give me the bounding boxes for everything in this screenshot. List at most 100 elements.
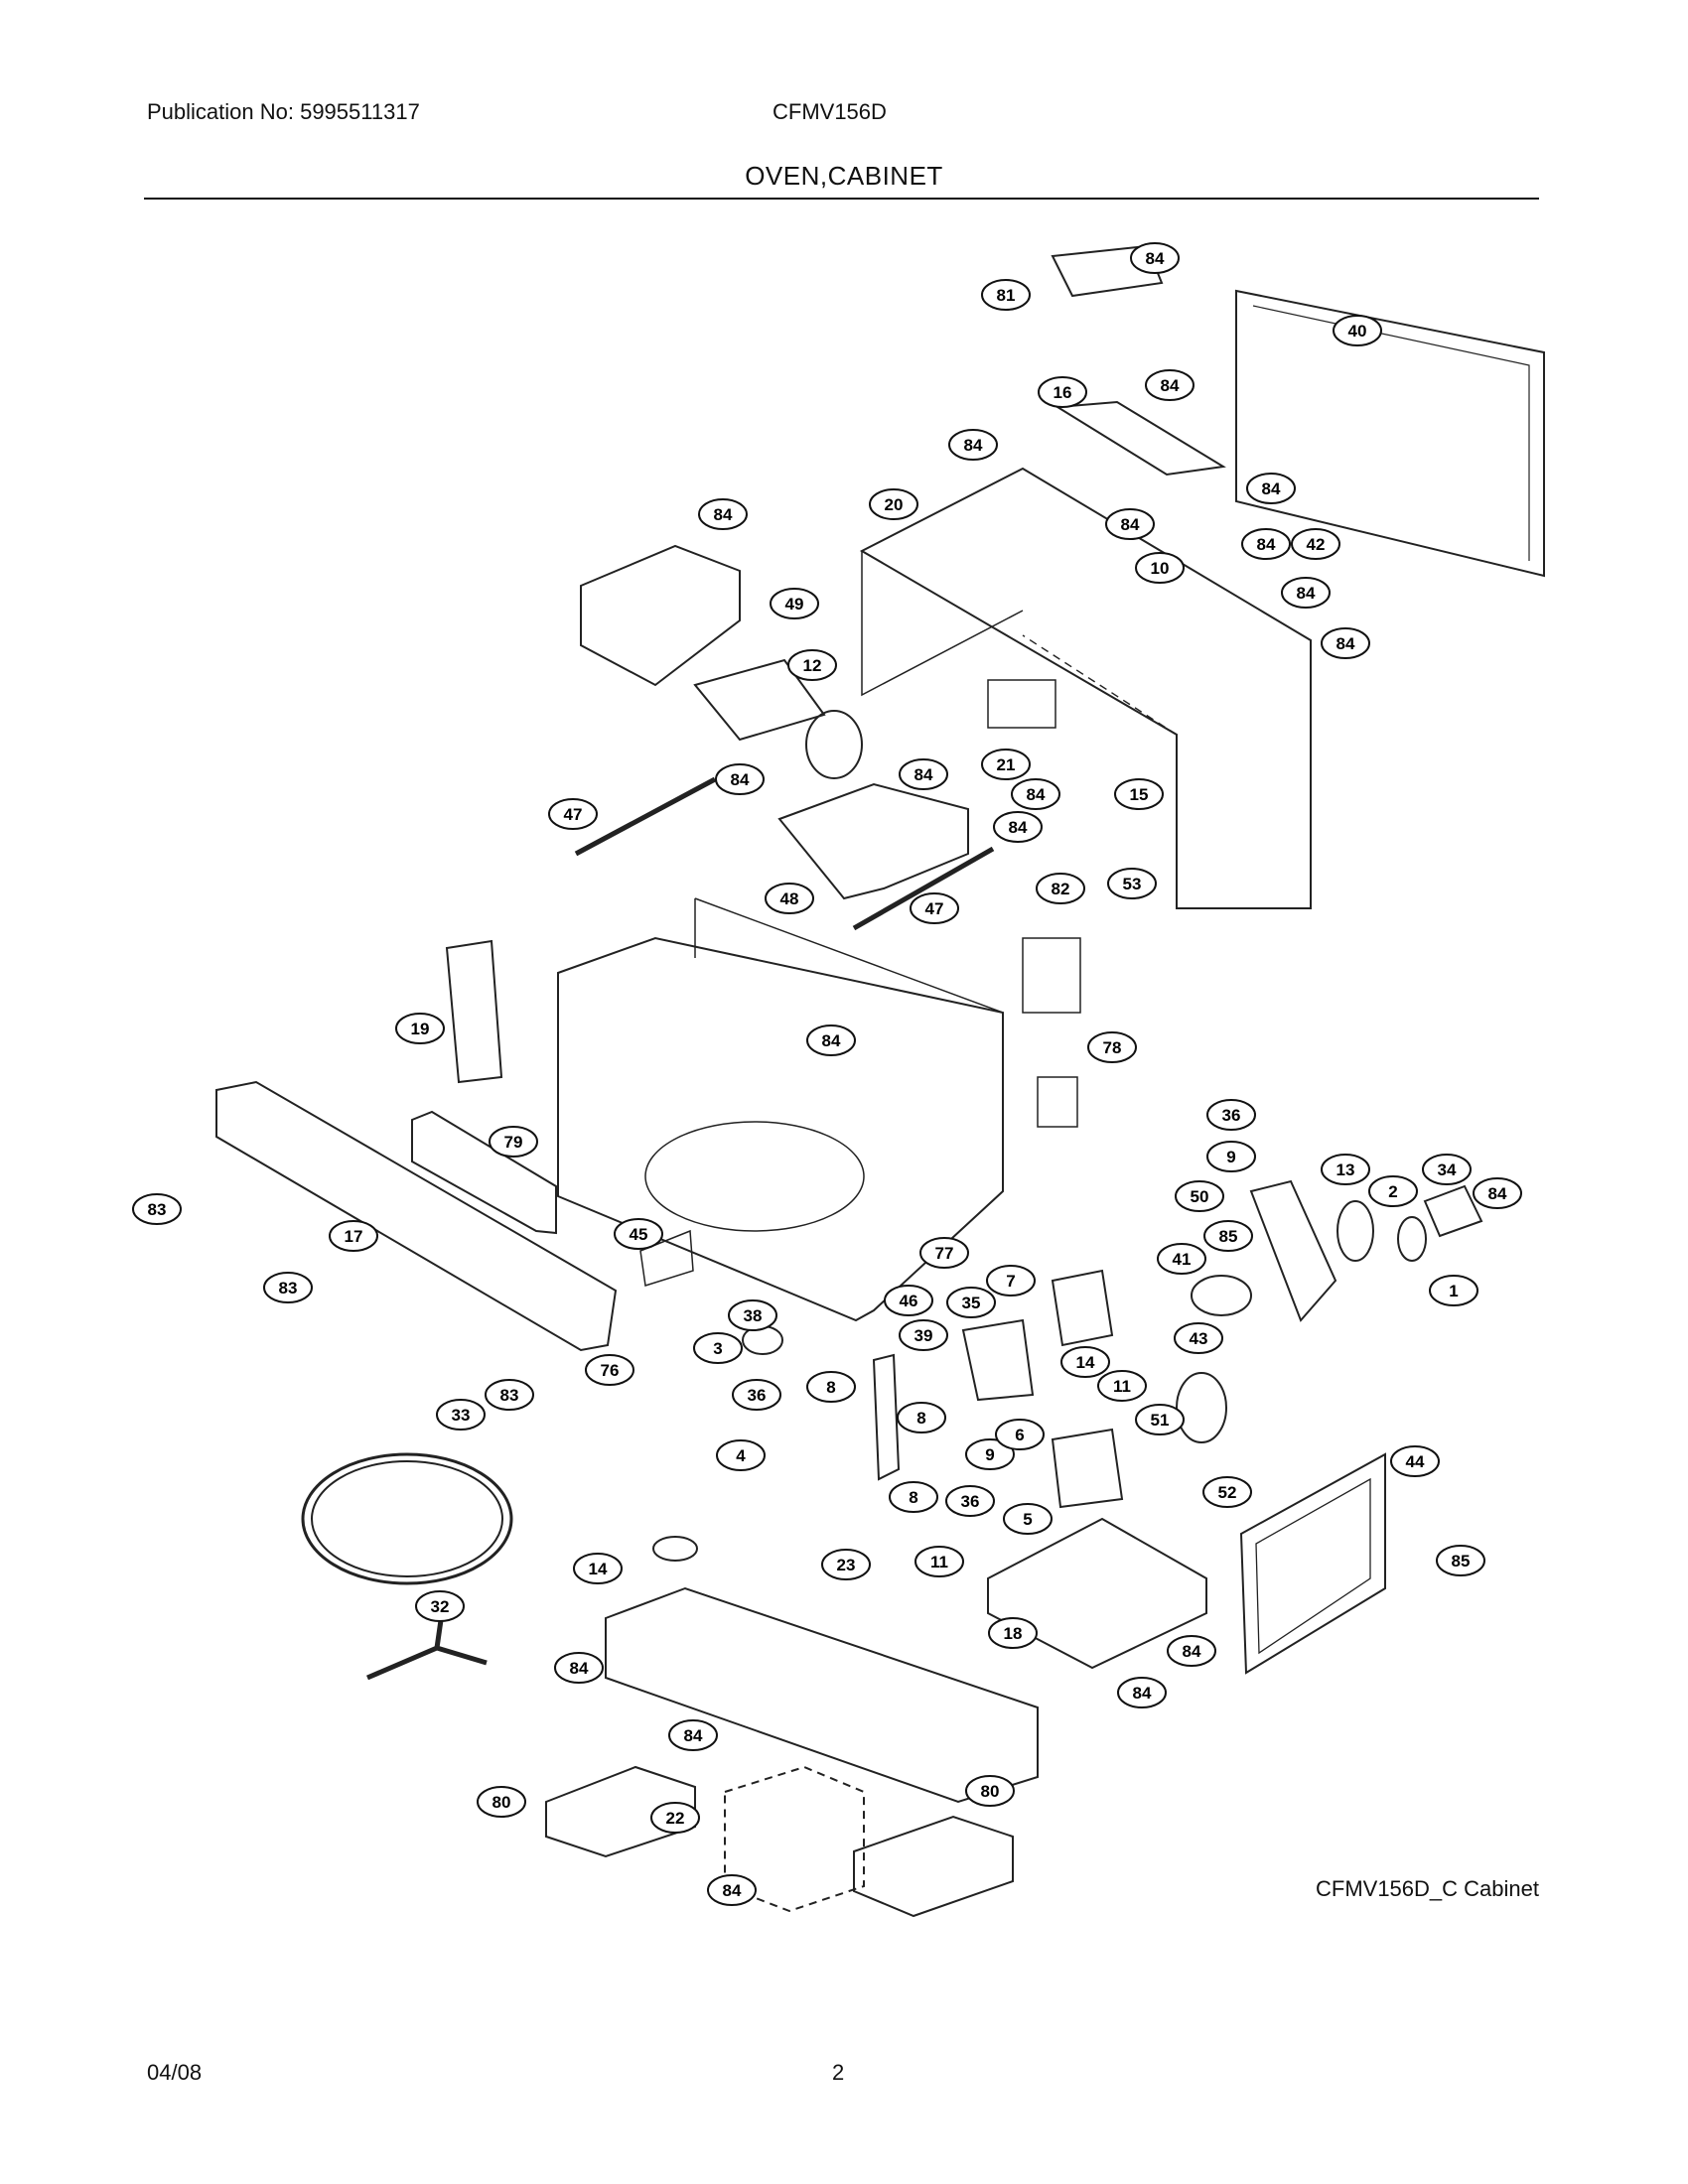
callout-47: 47 bbox=[910, 892, 959, 924]
callout-label: 84 bbox=[1262, 479, 1281, 498]
callout-84: 84 bbox=[1011, 778, 1060, 810]
callout-label: 7 bbox=[1006, 1272, 1015, 1291]
callout-33: 33 bbox=[436, 1399, 486, 1431]
publication-number: Publication No: 5995511317 bbox=[147, 99, 420, 124]
vent-grille-drawing bbox=[411, 1110, 557, 1235]
callout-40: 40 bbox=[1333, 315, 1382, 346]
callout-label: 11 bbox=[1113, 1377, 1131, 1396]
callout-36: 36 bbox=[945, 1485, 995, 1517]
callout-20: 20 bbox=[869, 488, 918, 520]
callout-label: 84 bbox=[1133, 1684, 1152, 1703]
callout-label: 1 bbox=[1449, 1282, 1458, 1300]
callout-label: 9 bbox=[1226, 1148, 1235, 1166]
callout-label: 45 bbox=[630, 1225, 648, 1244]
outer-cabinet-drawing bbox=[859, 467, 1312, 909]
callout-44: 44 bbox=[1390, 1445, 1440, 1477]
part-drawings bbox=[215, 244, 1545, 1918]
callout-11: 11 bbox=[914, 1546, 964, 1577]
capacitor-block-drawing bbox=[1051, 1269, 1114, 1347]
callout-label: 48 bbox=[780, 889, 799, 908]
callout-label: 84 bbox=[964, 436, 983, 455]
callout-12: 12 bbox=[787, 649, 837, 681]
section-title: OVEN,CABINET bbox=[745, 161, 943, 191]
callout-21: 21 bbox=[981, 749, 1031, 780]
callout-45: 45 bbox=[614, 1218, 663, 1250]
transformer-drawing bbox=[1051, 1428, 1124, 1509]
callout-label: 83 bbox=[500, 1386, 519, 1405]
callout-label: 20 bbox=[885, 495, 904, 514]
callout-3: 3 bbox=[693, 1332, 743, 1364]
callout-label: 17 bbox=[345, 1227, 363, 1246]
callout-label: 8 bbox=[909, 1488, 917, 1507]
fuse-holder-drawing bbox=[961, 1318, 1035, 1402]
back-panel-drawing bbox=[1235, 289, 1545, 578]
latch-board-drawing bbox=[872, 1353, 901, 1481]
callout-46: 46 bbox=[884, 1285, 933, 1316]
callout-label: 34 bbox=[1438, 1160, 1457, 1179]
callout-label: 21 bbox=[997, 755, 1016, 774]
callout-48: 48 bbox=[765, 883, 814, 914]
callout-label: 80 bbox=[981, 1782, 1000, 1801]
callout-label: 85 bbox=[1452, 1552, 1471, 1570]
callout-19: 19 bbox=[395, 1013, 445, 1044]
callout-14: 14 bbox=[573, 1553, 623, 1584]
callout-80: 80 bbox=[477, 1786, 526, 1818]
callout-label: 53 bbox=[1123, 875, 1142, 893]
callout-label: 23 bbox=[837, 1556, 856, 1574]
callout-84: 84 bbox=[668, 1719, 718, 1751]
callout-84: 84 bbox=[1321, 627, 1370, 659]
callout-23: 23 bbox=[821, 1549, 871, 1580]
callout-label: 35 bbox=[962, 1294, 981, 1312]
callout-label: 84 bbox=[1183, 1642, 1201, 1661]
callout-label: 52 bbox=[1218, 1483, 1237, 1502]
callout-53: 53 bbox=[1107, 868, 1157, 899]
callout-76: 76 bbox=[585, 1354, 634, 1386]
callout-label: 9 bbox=[985, 1445, 994, 1464]
callout-32: 32 bbox=[415, 1590, 465, 1622]
callout-label: 36 bbox=[961, 1492, 980, 1511]
callout-84: 84 bbox=[1473, 1177, 1522, 1209]
callout-2: 2 bbox=[1368, 1175, 1418, 1207]
callout-label: 83 bbox=[279, 1279, 298, 1297]
model-number: CFMV156D bbox=[773, 99, 887, 124]
callout-83: 83 bbox=[132, 1193, 182, 1225]
callout-36: 36 bbox=[1206, 1099, 1256, 1131]
callout-label: 36 bbox=[748, 1386, 767, 1405]
callout-34: 34 bbox=[1422, 1154, 1472, 1185]
callout-label: 43 bbox=[1190, 1329, 1208, 1348]
callout-label: 18 bbox=[1004, 1624, 1023, 1643]
callout-label: 38 bbox=[744, 1306, 763, 1325]
diagram-caption: CFMV156D_C Cabinet bbox=[1316, 1876, 1539, 1901]
callout-label: 84 bbox=[1488, 1184, 1507, 1203]
callout-36: 36 bbox=[732, 1379, 781, 1411]
front-bezel-drawing bbox=[215, 1080, 618, 1352]
callout-43: 43 bbox=[1174, 1322, 1223, 1354]
callout-label: 32 bbox=[431, 1597, 450, 1616]
base-tray-drawing bbox=[987, 1517, 1207, 1670]
callout-label: 84 bbox=[914, 765, 933, 784]
callout-label: 44 bbox=[1406, 1452, 1425, 1471]
callout-label: 33 bbox=[452, 1406, 471, 1425]
callout-label: 22 bbox=[666, 1809, 685, 1828]
callout-38: 38 bbox=[728, 1299, 777, 1331]
callout-label: 8 bbox=[916, 1409, 925, 1428]
callout-84: 84 bbox=[948, 429, 998, 461]
callout-label: 19 bbox=[411, 1020, 430, 1038]
callout-label: 84 bbox=[1297, 584, 1316, 603]
callout-label: 78 bbox=[1103, 1038, 1122, 1057]
callout-label: 6 bbox=[1015, 1426, 1024, 1444]
callout-label: 4 bbox=[736, 1446, 746, 1465]
callout-label: 5 bbox=[1023, 1510, 1032, 1529]
callout-label: 46 bbox=[900, 1292, 918, 1310]
callout-label: 84 bbox=[822, 1031, 841, 1050]
callout-83: 83 bbox=[485, 1379, 534, 1411]
callout-label: 83 bbox=[148, 1200, 167, 1219]
callout-label: 84 bbox=[1027, 785, 1046, 804]
callout-label: 80 bbox=[492, 1793, 511, 1812]
callout-84: 84 bbox=[1130, 242, 1180, 274]
callout-77: 77 bbox=[919, 1237, 969, 1269]
callout-84: 84 bbox=[1167, 1635, 1216, 1667]
roller-ring-drawing bbox=[301, 1452, 513, 1585]
callout-11: 11 bbox=[1097, 1370, 1147, 1402]
